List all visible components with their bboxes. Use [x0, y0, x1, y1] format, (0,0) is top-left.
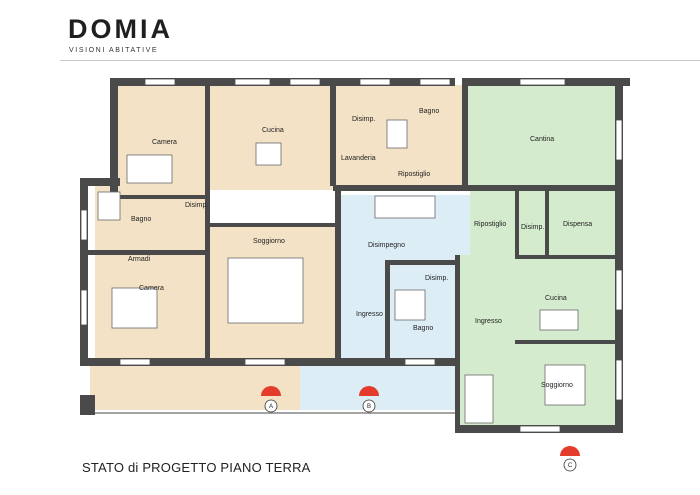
- furniture: [97, 119, 586, 406]
- section-marker-label: A: [269, 404, 273, 410]
- sofa-icon: [544, 364, 586, 406]
- room-label: Cucina: [545, 295, 567, 302]
- shower-icon: [97, 191, 121, 221]
- room-label: Bagno: [419, 108, 439, 115]
- shower-icon: [386, 119, 408, 149]
- section-marker-c: C: [560, 446, 580, 472]
- room-label: Soggiorno: [253, 238, 285, 245]
- logo-tagline: VISIONI ABITATIVE: [69, 47, 159, 54]
- room-label: Ripostiglio: [398, 171, 430, 178]
- bed-icon: [126, 154, 173, 184]
- portico: [80, 395, 455, 415]
- logo-wordmark: DOMIA: [68, 14, 173, 44]
- header-divider: [60, 60, 700, 61]
- room-label: Disimp.: [352, 116, 375, 123]
- section-marker-a: A: [261, 386, 281, 413]
- room-labels: Camera Cucina Disimp. Lavanderia Bagno R…: [128, 108, 592, 389]
- room-label: Ripostiglio: [474, 221, 506, 228]
- room-label: Cucina: [262, 127, 284, 134]
- sofa-icon: [227, 257, 304, 324]
- room-label: Disimp.: [521, 224, 544, 231]
- section-marker-b: B: [359, 386, 379, 413]
- windows: [80, 78, 623, 433]
- section-marker-label: C: [568, 463, 573, 469]
- room-label: Disimp.: [185, 202, 208, 209]
- room-label: Ingresso: [356, 311, 383, 318]
- room-label: Camera: [152, 139, 177, 146]
- room-label: Camera: [139, 285, 164, 292]
- section-marker-label: B: [367, 404, 371, 410]
- stairs: [374, 195, 494, 424]
- room-label: Lavanderia: [341, 155, 376, 162]
- room-label: Disimpegno: [368, 242, 405, 249]
- room-label: Dispensa: [563, 221, 592, 228]
- dining-table-icon: [255, 142, 282, 166]
- room-label: Armadi: [128, 256, 151, 263]
- room-label: Bagno: [131, 216, 151, 223]
- room-label: Soggiorno: [541, 382, 573, 389]
- plan-caption: STATO di PROGETTO PIANO TERRA: [82, 460, 311, 475]
- dining-table-icon: [539, 309, 579, 331]
- room-label: Cantina: [530, 136, 554, 143]
- room-label: Disimp.: [425, 275, 448, 282]
- room-label: Bagno: [413, 325, 433, 332]
- bed-icon: [111, 287, 158, 329]
- room-label: Ingresso: [475, 318, 502, 325]
- shower-icon: [394, 289, 426, 321]
